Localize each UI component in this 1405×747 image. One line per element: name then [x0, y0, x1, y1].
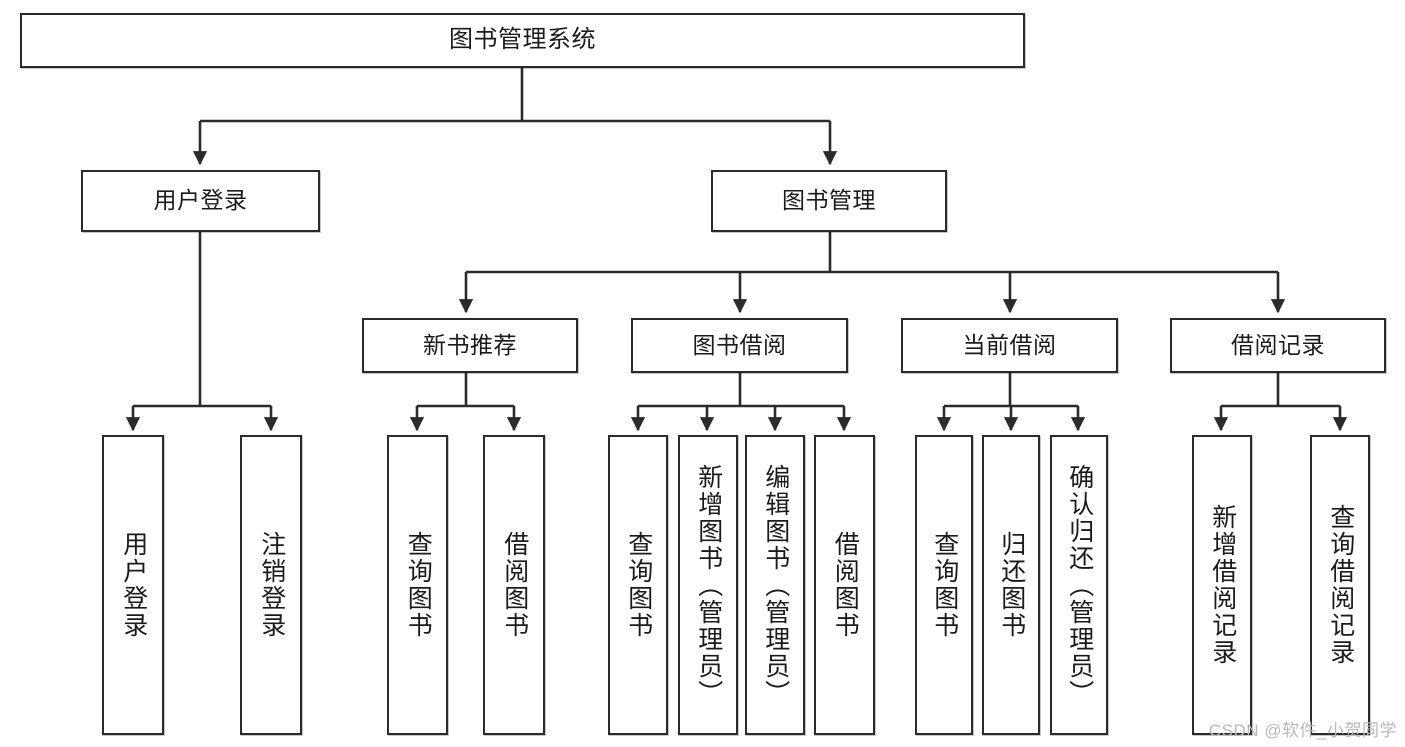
- node-label: 借阅图书: [500, 531, 529, 639]
- leaf-borrow-record-query-record[interactable]: 查询借阅记录: [1310, 435, 1370, 735]
- leaf-current-borrow-return-book[interactable]: 归还图书: [982, 435, 1040, 735]
- leaf-book-borrow-add-book-admin[interactable]: 新增图书（管理员）: [678, 435, 738, 735]
- node-label: 查询图书: [930, 531, 959, 639]
- node-label: 图书管理: [782, 187, 876, 214]
- leaf-new-book-query-book[interactable]: 查询图书: [387, 435, 448, 735]
- leaf-book-borrow-edit-book-admin[interactable]: 编辑图书（管理员）: [745, 435, 805, 735]
- node-label: 图书借阅: [692, 331, 787, 358]
- node-borrow-record[interactable]: 借阅记录: [1170, 318, 1386, 373]
- node-user-login[interactable]: 用户登录: [81, 170, 320, 232]
- leaf-current-borrow-confirm-return-admin[interactable]: 确认归还（管理员）: [1050, 435, 1108, 735]
- leaf-user-login-logout[interactable]: 注销登录: [240, 435, 302, 735]
- node-label: 当前借阅: [962, 331, 1057, 358]
- node-label: 查询借阅记录: [1326, 504, 1355, 666]
- node-root-book-management-system[interactable]: 图书管理系统: [20, 13, 1025, 68]
- leaf-book-borrow-borrow-book[interactable]: 借阅图书: [814, 435, 875, 735]
- node-label: 图书管理系统: [449, 26, 596, 54]
- node-label: 注销登录: [257, 531, 286, 639]
- node-label: 编辑图书（管理员）: [761, 463, 790, 707]
- node-label: 查询图书: [404, 531, 433, 639]
- node-book-borrow[interactable]: 图书借阅: [631, 318, 848, 373]
- node-label: 查询图书: [624, 531, 653, 639]
- node-label: 归还图书: [997, 531, 1026, 639]
- node-label: 用户登录: [153, 187, 248, 214]
- node-current-borrow[interactable]: 当前借阅: [901, 318, 1118, 373]
- node-book-management[interactable]: 图书管理: [711, 170, 947, 232]
- leaf-current-borrow-query-book[interactable]: 查询图书: [915, 435, 973, 735]
- leaf-borrow-record-add-record[interactable]: 新增借阅记录: [1192, 435, 1252, 735]
- leaf-user-login-login[interactable]: 用户登录: [102, 435, 164, 735]
- node-new-book-recommend[interactable]: 新书推荐: [362, 318, 578, 373]
- leaf-new-book-borrow-book[interactable]: 借阅图书: [483, 435, 545, 735]
- leaf-book-borrow-query-book[interactable]: 查询图书: [608, 435, 668, 735]
- node-label: 新书推荐: [423, 331, 517, 358]
- node-label: 借阅记录: [1231, 331, 1325, 358]
- node-label: 确认归还（管理员）: [1065, 463, 1094, 707]
- node-label: 新增图书（管理员）: [694, 463, 723, 707]
- node-label: 用户登录: [119, 531, 148, 639]
- csdn-watermark: CSDN @软件_小贺同学: [1208, 721, 1397, 740]
- node-label: 借阅图书: [831, 531, 860, 639]
- node-label: 新增借阅记录: [1208, 504, 1237, 666]
